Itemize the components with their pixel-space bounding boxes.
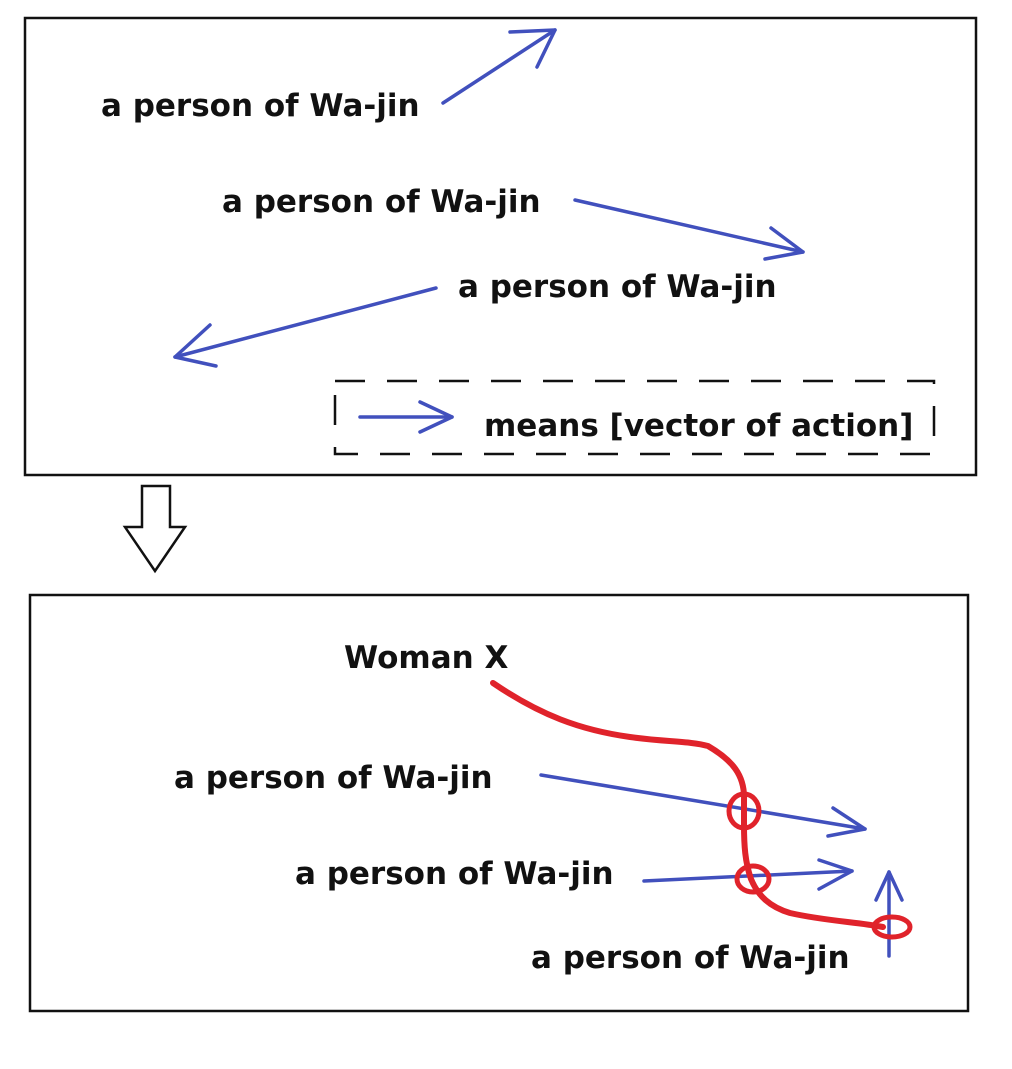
bottom-label-1: a person of Wa-jin [174, 760, 493, 796]
bottom-label-2: a person of Wa-jin [295, 856, 614, 892]
bottom-panel-frame [28, 593, 970, 1013]
top-label-3: a person of Wa-jin [458, 269, 777, 305]
bottom-vector-arrow-3 [874, 870, 904, 958]
top-panel: a person of Wa-jin a person of Wa-jin a … [23, 16, 978, 477]
woman-x-label: Woman X [344, 640, 508, 676]
top-label-2: a person of Wa-jin [222, 184, 541, 220]
legend: means [vector of action] [333, 379, 936, 456]
bottom-panel: Woman X a person of Wa-jin a person of W… [28, 593, 970, 1013]
top-label-1: a person of Wa-jin [101, 88, 420, 124]
legend-arrow-icon [358, 400, 454, 434]
top-panel-frame [23, 16, 978, 477]
legend-dashed-box [333, 379, 936, 456]
intersection-marker-2 [734, 863, 772, 895]
bottom-label-3: a person of Wa-jin [531, 940, 850, 976]
top-vector-arrow-2 [573, 198, 805, 261]
legend-text: means [vector of action] [484, 408, 913, 444]
intersection-marker-3 [871, 914, 913, 940]
top-vector-arrow-3 [173, 286, 438, 368]
top-vector-arrow-1 [441, 28, 557, 105]
down-arrow-icon [122, 484, 188, 574]
intersection-marker-1 [726, 791, 762, 831]
bottom-vector-arrow-1 [539, 773, 867, 838]
